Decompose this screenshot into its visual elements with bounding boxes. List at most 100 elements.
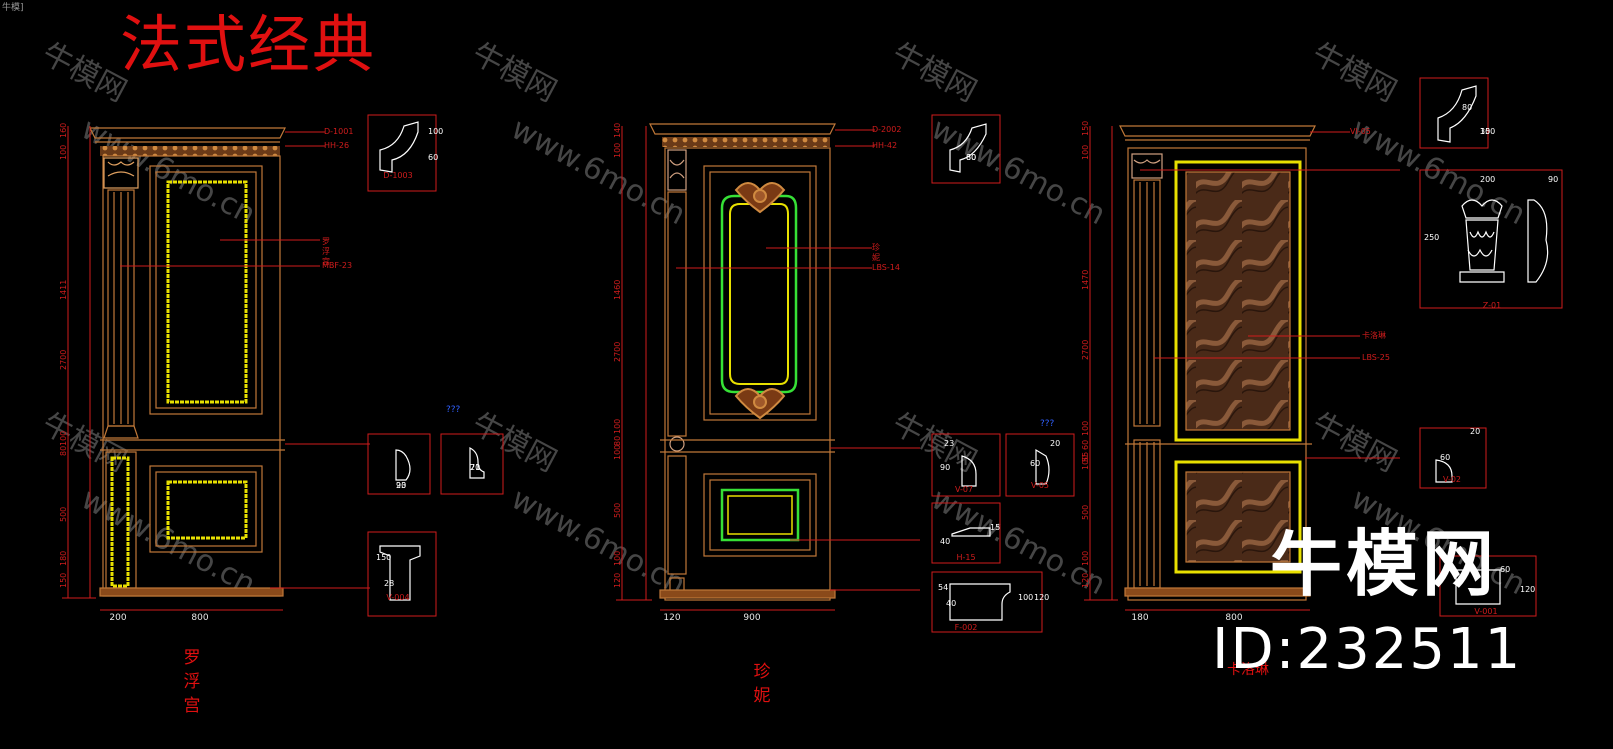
brand-id: ID:232511	[1212, 617, 1523, 682]
height-dimension: 100	[1081, 145, 1090, 160]
detail-dimension: 21	[470, 463, 480, 472]
panel-code: LBS-14	[872, 263, 900, 272]
height-dimension: 60	[1081, 440, 1090, 450]
detail-dimension: 28	[384, 579, 394, 588]
drawing-title: 法式经典	[120, 8, 377, 81]
height-dimension: 55	[1081, 452, 1090, 462]
panel-note: 宫	[322, 256, 330, 266]
detail-dimension: 40	[940, 537, 950, 546]
height-dimension: 2700	[59, 350, 68, 370]
detail-dimension: 70	[470, 463, 480, 472]
profile-label: D-2002	[872, 125, 901, 134]
detail-dimension: 60	[1030, 459, 1040, 468]
detail-label: V-02	[1443, 475, 1461, 484]
detail-label: V-001	[1474, 607, 1497, 616]
panel-note: 罗	[322, 237, 330, 246]
width-dimension: 200	[109, 613, 126, 623]
detail-dimension: 40	[946, 599, 956, 608]
height-dimension: 150	[1081, 121, 1090, 136]
detail-label: H-15	[956, 553, 975, 562]
detail-dimension: 60	[1440, 453, 1450, 462]
height-dimension: 140	[613, 123, 622, 138]
detail-dimension: 15	[990, 523, 1000, 532]
detail-dimension: 80	[1462, 103, 1472, 112]
watermark-brand: 牛模网	[466, 36, 562, 109]
detail-boxes	[367, 77, 1563, 633]
watermark-url: www.6mo.cn	[506, 111, 692, 232]
panel-note: 妮	[872, 252, 880, 262]
detail-dimension: 120	[1520, 585, 1535, 594]
height-dimension: 120	[1081, 573, 1090, 588]
height-dimension: 100	[1081, 421, 1090, 436]
detail-dimension: 200	[1480, 175, 1495, 184]
detail-dimension: 54	[938, 583, 948, 592]
door-3-name: 卡洛琳	[1227, 662, 1269, 678]
detail-dimension: 90	[396, 481, 406, 490]
height-dimension: 1460	[613, 280, 622, 300]
height-dimension: 120	[613, 573, 622, 588]
watermark-brand: 牛模网	[1306, 406, 1402, 479]
height-dimension: 500	[59, 507, 68, 522]
width-dimension: 180	[1131, 613, 1148, 623]
profile-label: HH-42	[872, 141, 897, 150]
corner-label: 牛模]	[2, 3, 24, 13]
height-dimension: 500	[613, 503, 622, 518]
detail-dimension: 100	[1018, 593, 1033, 602]
height-dimension: 100	[1081, 551, 1090, 566]
detail-dimension: 80	[966, 153, 976, 162]
detail-dimension: 30	[1480, 127, 1490, 136]
detail-dimension: 90	[940, 463, 950, 472]
watermark-brand: 牛模网	[886, 406, 982, 479]
height-dimension: 180	[59, 551, 68, 566]
watermark-brand: 牛模网	[36, 406, 132, 479]
dimension-lines	[62, 126, 1400, 611]
detail-dimension: 90	[1548, 175, 1558, 184]
detail-dimension: 23	[944, 439, 954, 448]
brand-name: 牛模网	[1270, 522, 1499, 606]
height-dimension: 100	[1081, 455, 1090, 470]
detail-dimension: 100	[428, 127, 443, 136]
detail-label: F-002	[955, 623, 978, 632]
detail-dimension: 60	[1500, 565, 1510, 574]
height-dimension: 500	[1081, 505, 1090, 520]
height-dimension: 100	[59, 145, 68, 160]
door-3-elevation	[1119, 125, 1316, 601]
detail-dimension: 23	[396, 481, 406, 490]
watermark-brand: 牛模网	[1306, 36, 1402, 109]
profile-label: VI-05	[1350, 127, 1371, 136]
detail-label: Z-01	[1483, 301, 1501, 310]
door-2-name: 珍妮	[753, 662, 771, 706]
detail-dimension: 150	[376, 553, 391, 562]
height-dimension: 100	[613, 419, 622, 434]
door-2-elevation	[649, 123, 836, 601]
width-dimension: 800	[1225, 613, 1242, 623]
profile-label: HH-26	[324, 141, 349, 150]
panel-note: 卡洛琳	[1362, 330, 1386, 340]
height-dimension: 100	[613, 143, 622, 158]
detail-dimension: 250	[1424, 233, 1439, 242]
door-1-name: 罗浮宫	[183, 648, 201, 716]
detail-profiles	[379, 85, 1549, 621]
width-dimension: 800	[191, 613, 208, 623]
detail-dimension: 20	[1050, 439, 1060, 448]
detail-label: V-05	[1031, 481, 1049, 490]
watermark-brand: 牛模网	[886, 36, 982, 109]
height-dimension: 80	[613, 436, 622, 446]
detail-dimension: 150	[1480, 127, 1495, 136]
detail-label: V-004	[386, 593, 409, 602]
height-dimension: 1411	[59, 280, 68, 300]
panel-note: 浮	[322, 246, 330, 256]
height-dimension: 80	[59, 446, 68, 456]
height-dimension: 2700	[613, 342, 622, 362]
width-dimension: 120	[663, 613, 680, 623]
watermark-brand: 牛模网	[466, 406, 562, 479]
detail-dimension: 60	[428, 153, 438, 162]
height-dimension: 2700	[1081, 340, 1090, 360]
